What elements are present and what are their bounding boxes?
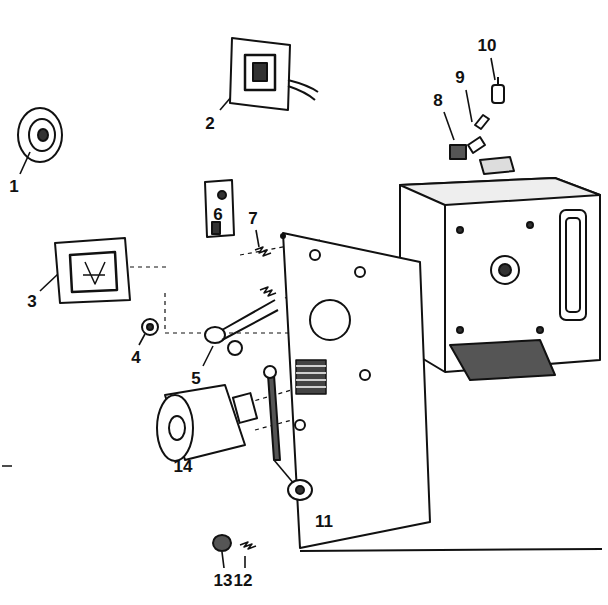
callout-number: 7	[248, 210, 257, 227]
callout-wrap: 10	[478, 37, 497, 54]
callout-number: 12	[234, 572, 253, 589]
control-part	[55, 238, 130, 303]
spring-part	[255, 247, 276, 296]
small-parts	[213, 535, 256, 551]
callout-wrap: 12	[234, 572, 253, 589]
callout-wrap: 4	[131, 349, 140, 366]
callout-number: 2	[205, 115, 214, 132]
burner-part	[157, 385, 257, 461]
callout-number: 6	[213, 206, 222, 223]
callout-wrap: 3	[27, 293, 36, 310]
callout-wrap: 14	[174, 458, 193, 475]
callout-number: 10	[478, 37, 497, 54]
callout-number: 9	[455, 69, 464, 86]
callout-number: 14	[174, 458, 193, 475]
callout-wrap: 7	[248, 210, 257, 227]
callout-number: 1	[9, 178, 18, 195]
callout-wrap: 2	[205, 115, 214, 132]
boiler-block	[400, 157, 600, 380]
cap-part	[18, 108, 62, 162]
bracket-part	[264, 366, 312, 500]
callout-wrap: 13	[214, 572, 233, 589]
transformer-part	[230, 38, 318, 110]
nut-part	[142, 319, 158, 335]
callout-wrap: 5	[191, 370, 200, 387]
callout-wrap: 11	[315, 513, 333, 530]
mounting-plate	[281, 233, 430, 548]
base-line	[300, 549, 602, 551]
callout-wrap: 1	[9, 178, 18, 195]
fittings	[450, 77, 504, 159]
loop-part	[205, 300, 278, 355]
callout-number: 3	[27, 293, 36, 310]
callout-number: 4	[131, 349, 140, 366]
relay-part	[205, 180, 234, 237]
callout-wrap: 8	[433, 92, 442, 109]
callout-number: 13	[214, 572, 233, 589]
callout-number: 11	[315, 513, 333, 530]
callout-wrap: 9	[455, 69, 464, 86]
callout-wrap: 6	[213, 206, 222, 223]
callout-number: 8	[433, 92, 442, 109]
callout-number: 5	[191, 370, 200, 387]
